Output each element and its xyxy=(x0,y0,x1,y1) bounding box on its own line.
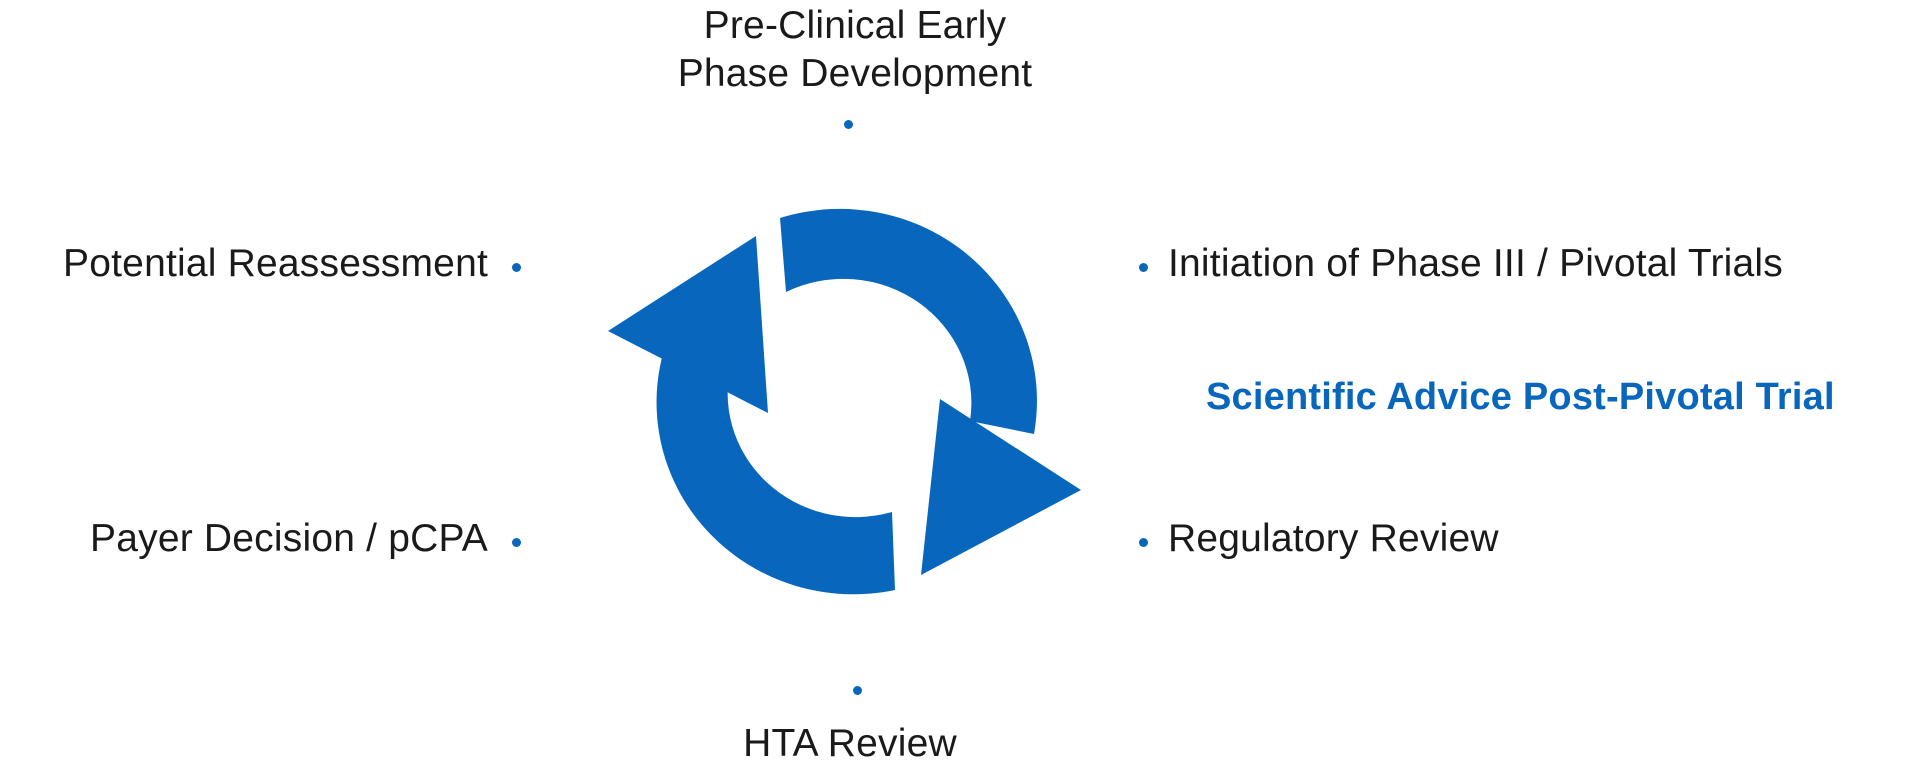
stage-hta-review-dot xyxy=(853,686,862,695)
cycle-arrowhead-right xyxy=(921,399,1081,575)
stage-pre-clinical-line2: Phase Development xyxy=(677,51,1033,95)
stage-hta-review: HTA Review xyxy=(743,722,957,765)
stage-payer-decision-dot xyxy=(512,538,521,547)
stage-payer-decision: Payer Decision / pCPA xyxy=(90,517,488,560)
stage-regulatory-review: Regulatory Review xyxy=(1168,517,1499,560)
cycle-arc-left xyxy=(656,350,895,595)
circular-arrows-icon xyxy=(608,208,1081,595)
stage-potential-reassessment-dot xyxy=(512,263,521,272)
stage-regulatory-review-dot xyxy=(1139,538,1148,547)
stage-phase-three-dot xyxy=(1139,263,1148,272)
cycle-arrow-shapes xyxy=(608,208,1081,595)
stage-pre-clinical-line1: Pre-Clinical Early xyxy=(703,4,1007,47)
cycle-arrowhead-left xyxy=(608,236,768,413)
stage-pre-clinical: Pre-Clinical Early Phase Development xyxy=(645,2,1065,97)
cycle-arc-right xyxy=(780,208,1037,434)
stage-pre-clinical-dot xyxy=(844,120,853,129)
stage-potential-reassessment: Potential Reassessment xyxy=(63,242,488,285)
stage-phase-three: Initiation of Phase III / Pivotal Trials xyxy=(1168,242,1783,285)
stage-scientific-advice: Scientific Advice Post-Pivotal Trial xyxy=(1206,376,1835,418)
